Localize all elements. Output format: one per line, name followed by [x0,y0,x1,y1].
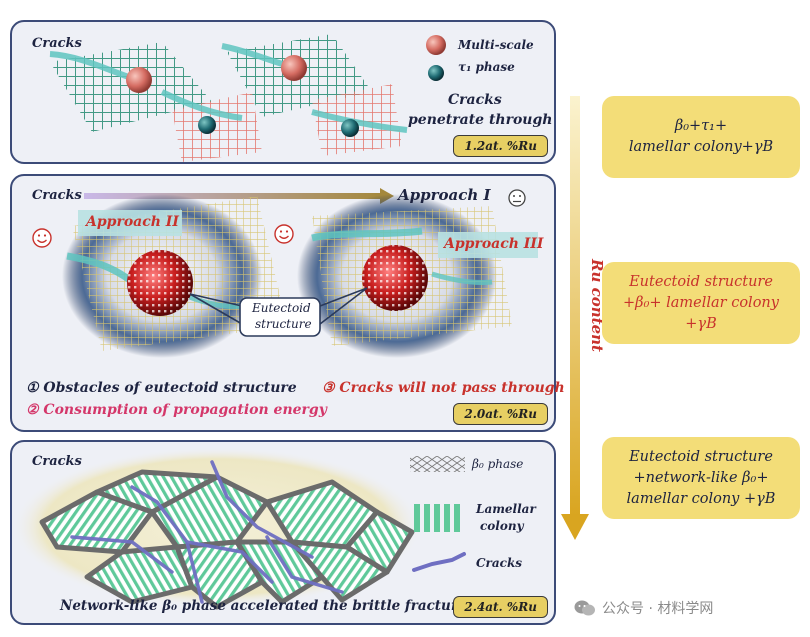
cracks-label: Cracks [32,36,82,51]
tau-particle-1 [198,116,216,134]
multiscale-particle-2 [281,55,307,81]
cracks-label: Cracks [32,188,82,203]
approach3-label: Approach III [444,236,544,252]
crack-arrow-left [49,51,133,81]
penetrate-line2: penetrate through [408,112,553,128]
multiscale-particle-1 [126,67,152,93]
legend-lamellar-icon [414,504,460,532]
crack-arrow-lower-left [186,293,243,309]
phase-box-1-line1: β₀+τ₁+ [674,118,728,134]
phase-box-3-line2: +network-like β₀+ [633,469,769,486]
legend-cracks-icon [412,552,466,572]
panel-1-2at-ru: Cracks Multi-scale τ₁ phase Cracks penet… [10,20,556,164]
phase-box-1: β₀+τ₁+ lamellar colony+γB [602,96,800,178]
tau-particle-2 [341,119,359,137]
eutectoid-label-2: structure [255,317,312,331]
wechat-icon [574,600,595,616]
approach2-box [78,210,182,236]
legend-lamellar-label-1: Lamellar [476,502,536,516]
axis-arrowhead [561,514,589,540]
panel-3-illustration [12,447,466,610]
crack-network [70,460,344,604]
legend-cracks-label: Cracks [476,556,523,570]
legend-tau-icon [428,65,444,81]
approach2-label: Approach II [86,214,179,230]
crack-arrow-right2 [311,109,408,133]
panel-2-0at-ru: Cracks Approach I Approach II Approach I… [10,174,565,432]
smiley-right-icon [274,224,294,244]
ru-badge-3: 2.4at. %Ru [453,596,548,618]
pink-grid-left [172,92,262,162]
eutectoid-callout-box [239,297,321,337]
obstacle-label: ① Obstacles of eutectoid structure [26,380,297,396]
phase-box-2-line3: +γB [685,315,717,332]
phase-box-2: Eutectoid structure +β₀+ lamellar colony… [602,262,800,344]
panel-2-4at-ru: Cracks β₀ phase Lamellar colony Cracks N… [10,440,556,625]
ru-badge-2: 2.0at. %Ru [453,403,548,425]
ru-badge-1: 1.2at. %Ru [453,135,548,157]
no-pass-label: ③ Cracks will not pass through [322,380,565,396]
phase-box-2-line2: +β₀+ lamellar colony [623,294,779,311]
panel-1-illustration [49,34,446,162]
watermark: 公众号 · 材料学网 [574,598,713,618]
legend-multiscale-icon [426,35,446,55]
crack-arrow-approach2 [66,252,132,283]
cracks-label: Cracks [32,454,82,469]
approach3-box [438,232,538,258]
legend-lamellar-label-2: colony [480,519,524,533]
penetrate-line1: Cracks [448,92,502,108]
crack-arrow-mid [160,89,243,121]
watermark-text: 公众号 · 材料学网 [602,601,714,617]
bottom-caption: Network-like β₀ phase accelerated the br… [60,598,467,614]
legend-beta-label: β₀ phase [472,457,524,471]
panel-2-illustration [32,188,538,358]
consumption-label: ② Consumption of propagation energy [26,402,327,418]
eutectoid-label-1: Eutectoid [252,301,311,315]
crack-arrow-lower-right [431,271,493,285]
phase-box-3-line1: Eutectoid structure [629,448,773,465]
smiley-left-icon [32,228,52,248]
neutral-face-icon [508,189,526,207]
crack-arrow-approach3 [311,227,423,242]
phase-box-3: Eutectoid structure +network-like β₀+ la… [602,437,800,519]
phase-box-3-line3: lamellar colony +γB [626,490,776,507]
legend-tau-label: τ₁ phase [458,60,515,74]
legend-beta-icon [410,456,465,472]
approach1-label: Approach I [398,186,491,204]
phase-box-1-line2: lamellar colony+γB [628,139,774,155]
legend-multiscale-label: Multi-scale [458,38,534,52]
phase-box-2-line1: Eutectoid structure [629,273,773,290]
